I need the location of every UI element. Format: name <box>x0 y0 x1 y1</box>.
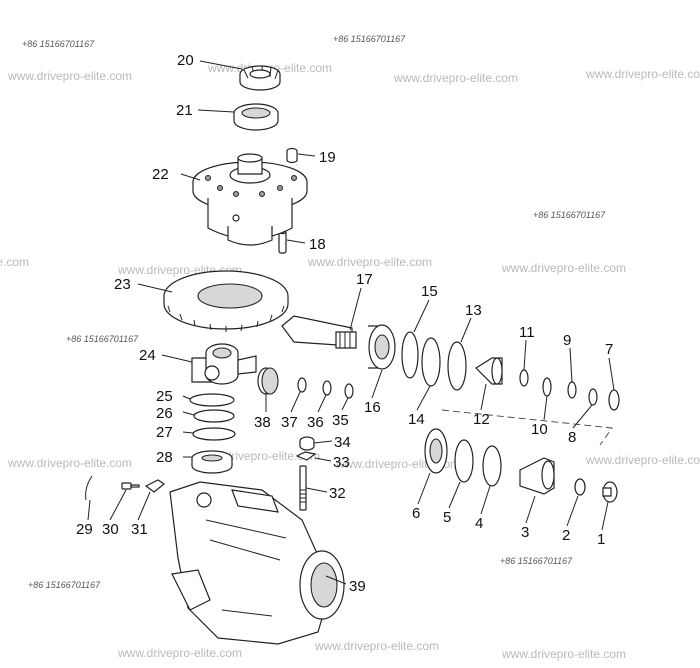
leader-lines <box>87 60 615 585</box>
callout-21: 21 <box>176 102 193 119</box>
callout-3: 3 <box>521 524 529 541</box>
callout-20: 20 <box>177 52 194 69</box>
part-6-oil-seal <box>424 428 448 474</box>
part-38-roller <box>257 367 279 395</box>
site-watermark: www.drivepro-elite.com <box>585 453 700 467</box>
callout-36: 36 <box>307 414 324 431</box>
part-9-washer <box>567 381 577 399</box>
callout-7: 7 <box>605 341 613 358</box>
part-10-washer <box>542 377 552 397</box>
callout-4: 4 <box>475 515 483 532</box>
part-19-plug <box>286 147 298 164</box>
callout-18: 18 <box>309 236 326 253</box>
part-3-companion-flange <box>519 457 555 495</box>
part-32-bolt <box>299 465 307 511</box>
site-watermark: www.drivepro-elite.com <box>501 647 626 661</box>
part-21-bearing-cup <box>233 103 279 131</box>
callout-11: 11 <box>519 324 535 341</box>
part-24-inter-axle-housing <box>191 343 257 385</box>
part-27-shim-plate <box>192 427 236 441</box>
callout-33: 33 <box>333 454 350 471</box>
callout-25: 25 <box>156 388 173 405</box>
part-30-screw <box>121 482 140 490</box>
callout-15: 15 <box>421 283 438 300</box>
site-watermark: www.drivepro-elite.com <box>117 646 242 660</box>
callout-9: 9 <box>563 332 571 349</box>
phone-watermark: +86 15166701167 <box>66 334 139 344</box>
phone-watermark: +86 15166701167 <box>533 210 606 220</box>
part-23-ring-gear <box>163 270 289 332</box>
part-33-lock-tab <box>295 451 317 461</box>
site-watermark: www.drivepro-elite.com <box>314 639 439 653</box>
site-watermark: www.drivepro-elite.com <box>0 255 29 269</box>
part-28-bearing <box>191 450 233 474</box>
part-12-sleeve <box>475 357 503 385</box>
callout-23: 23 <box>114 276 131 293</box>
callout-37: 37 <box>281 414 298 431</box>
part-37-washer <box>297 377 307 393</box>
part-2-washer <box>574 478 586 496</box>
part-17-pinion <box>281 315 357 349</box>
part-4-seal-ring <box>482 445 502 487</box>
part-36-washer <box>322 380 332 396</box>
site-watermark: www.drivepro-elite.com <box>307 255 432 269</box>
part-22-differential-case <box>192 153 308 246</box>
callout-34: 34 <box>334 434 351 451</box>
phone-watermark: +86 15166701167 <box>28 580 101 590</box>
callout-1: 1 <box>597 531 605 548</box>
callout-30: 30 <box>102 521 119 538</box>
part-31-bracket <box>144 479 166 493</box>
part-34-nut <box>299 436 315 451</box>
part-25-shim-plate <box>189 393 235 407</box>
phone-watermark: +86 15166701167 <box>333 34 406 44</box>
callout-6: 6 <box>412 505 420 522</box>
callout-26: 26 <box>156 405 173 422</box>
assembly-axis <box>441 409 613 446</box>
part-39-carrier-housing <box>169 481 345 645</box>
part-13-spacer-ring <box>447 341 467 391</box>
phone-watermark: +86 15166701167 <box>22 39 95 49</box>
site-watermark: www.drivepro-elite.com <box>501 261 626 275</box>
callout-28: 28 <box>156 449 173 466</box>
site-watermark: www.drivepro-elite.com <box>7 456 132 470</box>
part-20-bearing-cone <box>239 65 281 91</box>
callout-19: 19 <box>319 149 336 166</box>
callout-24: 24 <box>139 347 156 364</box>
part-29-wire <box>85 475 93 501</box>
site-watermark: www.drivepro-elite.com <box>393 71 518 85</box>
callout-5: 5 <box>443 509 451 526</box>
callout-13: 13 <box>465 302 482 319</box>
callout-8: 8 <box>568 429 576 446</box>
callout-14: 14 <box>408 411 425 428</box>
part-5-seal-ring <box>454 439 474 483</box>
part-14-spacer-ring <box>421 337 441 387</box>
part-7-washer <box>608 389 620 411</box>
callout-35: 35 <box>332 412 349 429</box>
site-watermark: www.drivepro-elite.com <box>585 67 700 81</box>
part-11-washer <box>519 369 529 387</box>
part-number-labels: 20 21 19 22 18 23 17 15 13 11 9 7 24 25 … <box>76 52 613 595</box>
callout-22: 22 <box>152 166 169 183</box>
callout-29: 29 <box>76 521 93 538</box>
part-26-shim-plate <box>193 409 235 423</box>
callout-27: 27 <box>156 424 173 441</box>
callout-16: 16 <box>364 399 381 416</box>
part-15-spacer-ring <box>401 331 419 379</box>
callout-12: 12 <box>473 411 490 428</box>
callout-10: 10 <box>531 421 548 438</box>
callout-31: 31 <box>131 521 148 538</box>
phone-watermark: +86 15166701167 <box>500 556 573 566</box>
part-16-bearing <box>368 324 396 370</box>
part-35-washer <box>344 383 354 399</box>
callout-2: 2 <box>562 527 570 544</box>
callout-38: 38 <box>254 414 271 431</box>
callout-39: 39 <box>349 578 366 595</box>
part-1-nut <box>602 481 618 503</box>
site-watermark: www.drivepro-elite.com <box>7 69 132 83</box>
part-8-washer <box>588 388 598 406</box>
callout-32: 32 <box>329 485 346 502</box>
callout-17: 17 <box>356 271 373 288</box>
